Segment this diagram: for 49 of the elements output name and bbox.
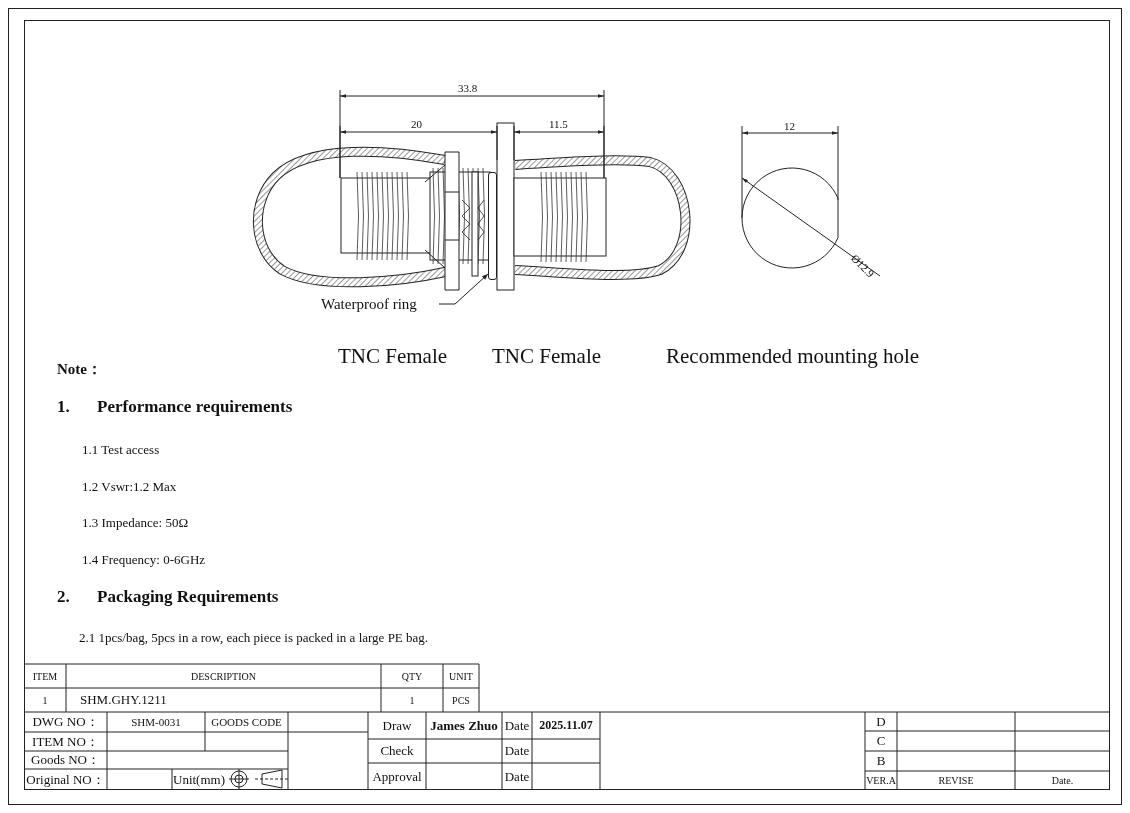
table-text: C — [875, 732, 887, 750]
note-text: Packaging Requirements — [97, 587, 279, 607]
table-text: Date — [503, 742, 531, 760]
table-text: SHM.GHY.1211 — [79, 691, 168, 709]
note-text: 1.1 Test access — [82, 443, 160, 458]
table-text: James Zhuo — [429, 716, 499, 735]
table-text: GOODS CODE — [210, 715, 283, 730]
table-text: B — [875, 752, 887, 770]
table-text: VER.A — [865, 774, 897, 788]
table-text: Check — [379, 742, 415, 760]
note-text: 2. — [57, 587, 70, 607]
note-text: 1. — [57, 397, 70, 417]
note-text: 1.3 Impedance: 50Ω — [82, 516, 189, 531]
table-text: 1 — [41, 693, 49, 708]
view-caption: TNC Female — [338, 344, 448, 369]
table-text: Date. — [1050, 774, 1075, 788]
table-text: Date — [503, 716, 531, 735]
table-text: SHM-0031 — [130, 715, 182, 730]
leader-line — [438, 273, 489, 305]
table-text: PCS — [451, 693, 471, 708]
callout-label: Waterproof ring — [321, 295, 439, 313]
table-text: Date — [503, 767, 531, 786]
table-text: REVISE — [937, 774, 975, 788]
table-text: ITEM — [31, 669, 59, 684]
table-text: UNIT — [448, 669, 474, 684]
note-text: 1.4 Frequency: 0-6GHz — [82, 553, 206, 568]
note-text: Performance requirements — [97, 397, 293, 417]
view-caption: Recommended mounting hole — [666, 344, 920, 369]
table-text: 2025.11.07 — [538, 717, 594, 734]
table-text: D — [875, 712, 887, 731]
view-caption: TNC Female — [492, 344, 602, 369]
dimension-text: 12 — [784, 120, 795, 133]
table-text: DESCRIPTION — [190, 669, 257, 684]
table-text: 1 — [408, 693, 416, 708]
waterproof-ring — [488, 172, 497, 280]
dimension-text: 11.5 — [549, 118, 568, 131]
dimension-text: 20 — [411, 118, 422, 131]
table-text: QTY — [400, 669, 424, 684]
note-text: Note： — [57, 361, 102, 379]
note-text: 2.1 1pcs/bag, 5pcs in a row, each piece is packed in a large PE bag. — [79, 631, 429, 646]
table-text: Draw — [381, 716, 413, 735]
table-text: Approval — [371, 767, 423, 786]
table-text: Unit(mm) — [172, 770, 226, 789]
note-text: 1.2 Vswr:1.2 Max — [82, 480, 177, 495]
table-text: DWG NO： — [31, 713, 100, 731]
table-text: Goods NO： — [30, 751, 101, 769]
dimension-text: 33.8 — [458, 82, 478, 95]
table-text: Original NO： — [25, 770, 106, 789]
table-text: ITEM NO： — [31, 732, 100, 751]
